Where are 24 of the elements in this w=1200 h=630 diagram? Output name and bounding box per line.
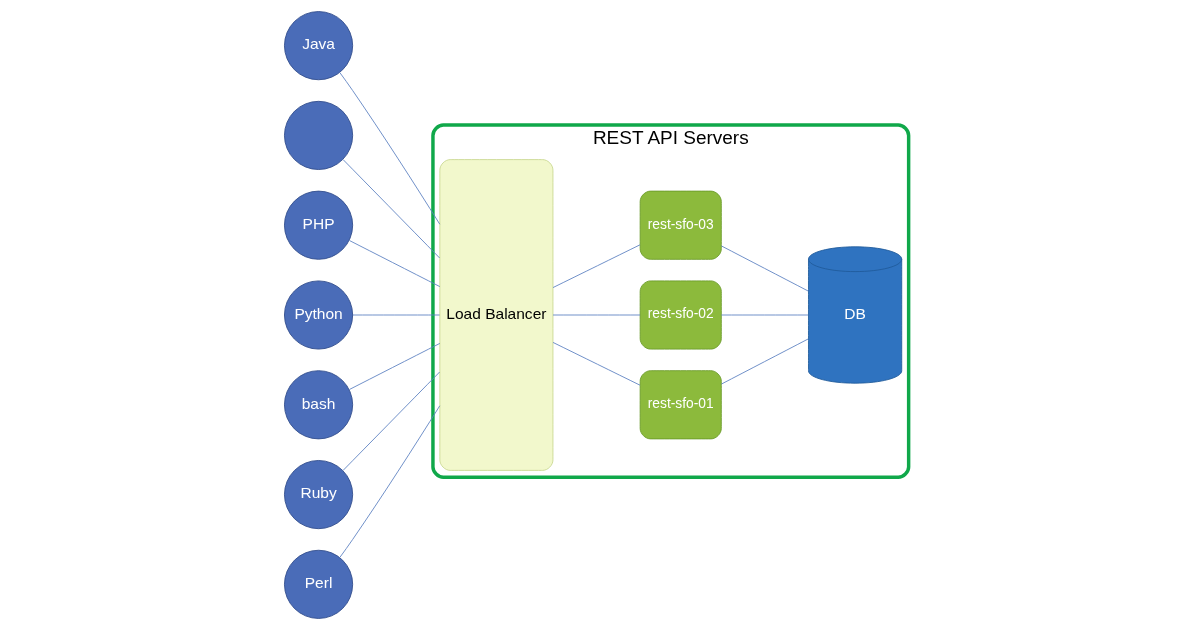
connector [342,159,441,259]
node-box: Load Balancer [439,159,554,471]
connector [348,342,441,390]
connector [721,338,809,385]
node-circle: bash [284,370,354,440]
connector [721,245,809,292]
connector [552,244,641,288]
node-circle: PHP [284,190,354,260]
connector [352,314,441,316]
connector [339,405,441,558]
connector [721,314,809,316]
connector [552,342,641,386]
node-circle: Ruby [284,460,354,530]
connector [552,314,641,316]
connector [339,72,441,225]
node-circle: Perl [284,549,354,619]
node-circle [284,100,354,170]
node-box: rest-sfo-03 [639,190,722,260]
connector [348,240,441,288]
node-box: rest-sfo-02 [639,280,722,350]
node-circle: Python [284,280,354,350]
connector [342,371,441,471]
node-circle: Java [284,11,354,81]
node-box: rest-sfo-01 [639,370,722,440]
